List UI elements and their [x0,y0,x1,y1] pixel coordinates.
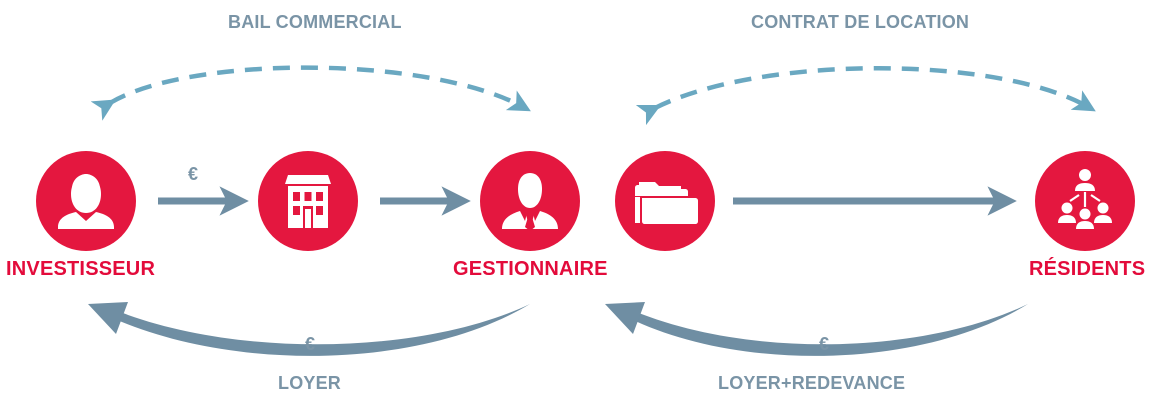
investment-euro-sign: € [188,164,199,184]
person-icon [58,174,114,229]
loyer-arrowhead [88,302,128,334]
building-icon [285,175,331,228]
loyer-label: LOYER [278,373,342,393]
residents-label: RÉSIDENTS [1029,258,1146,280]
loyer-euro-sign: € [305,334,316,354]
folder-node [615,151,715,251]
investor-node [36,151,136,251]
residents-node [1035,151,1135,251]
investor-label: INVESTISSEUR [6,258,156,280]
loyer-redevance-arrowhead [605,302,645,334]
loyer-arrow [108,304,530,356]
contrat-location-label: CONTRAT DE LOCATION [751,12,970,32]
building-node [258,151,358,251]
group-hierarchy-icon [1058,169,1112,229]
manager-node [480,151,580,251]
loyer-redevance-arrow [625,304,1028,356]
loyer-redevance-label: LOYER+REDEVANCE [718,373,906,393]
businessman-icon [502,173,558,231]
bail-commercial-arrow [90,65,531,121]
contrat-location-arrow [635,66,1096,126]
bail-commercial-label: BAIL COMMERCIAL [228,12,402,32]
loyer-redevance-euro-sign: € [819,334,830,354]
manager-label: GESTIONNAIRE [453,258,608,280]
folder-icon [635,182,698,224]
